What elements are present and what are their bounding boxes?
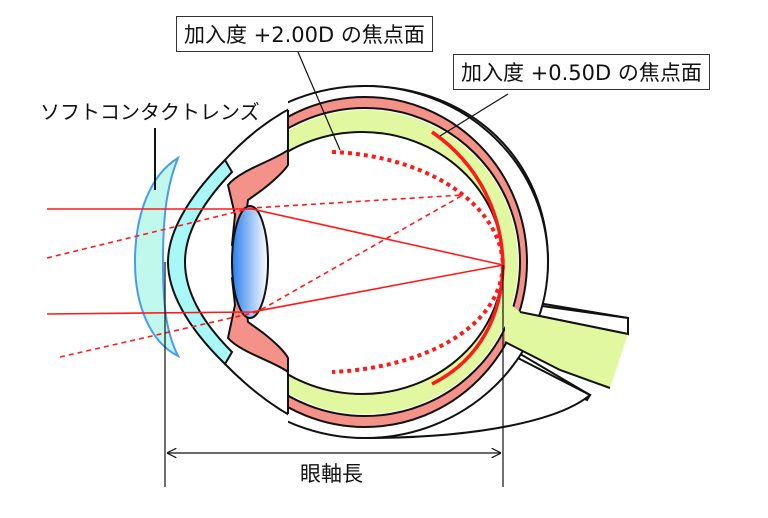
ray-dashed-upper [46,194,464,259]
contact-lens-label: ソフトコンタクトレンズ [40,100,260,124]
crystalline-lens [231,205,269,319]
focal-plane-2-label: 加入度 +2.00D の焦点面 [176,16,433,52]
optic-nerve [505,300,628,388]
ray-solid-upper [47,208,504,266]
focal-plane-2-curve [331,150,506,374]
focal-plane-05-label: 加入度 +0.50D の焦点面 [453,54,710,90]
axial-length-label: 眼軸長 [300,462,363,486]
ray-dashed-lower [59,194,464,358]
ray-solid-lower [46,264,504,315]
cornea [166,158,234,366]
